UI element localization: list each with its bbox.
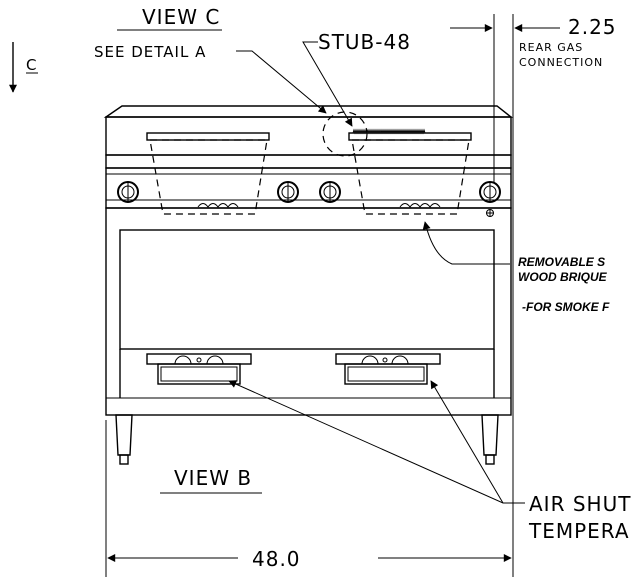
detail-a-leader <box>236 50 327 114</box>
right-air-shutter <box>335 353 441 385</box>
stub-48-label: STUB-48 <box>318 30 411 54</box>
rear-gas-line1: REAR GAS <box>519 41 583 54</box>
knob-4 <box>479 181 501 203</box>
view-c-title: VIEW C <box>142 5 220 29</box>
stub-48-leader <box>302 41 353 127</box>
knob-2 <box>277 181 299 203</box>
view-b-title: VIEW B <box>174 466 252 490</box>
dimension-48: 48.0 <box>105 420 512 577</box>
air-shutter-line1: AIR SHUT <box>529 492 631 516</box>
right-leg <box>481 414 499 465</box>
air-shutter-leader-right <box>430 380 504 504</box>
air-shutter-leader-left <box>228 380 525 504</box>
width-dim-value: 48.0 <box>252 547 301 571</box>
removable-line2: WOOD BRIQUE <box>518 270 608 284</box>
removable-line1: REMOVABLE S <box>518 255 605 269</box>
control-knobs <box>117 181 501 217</box>
dimension-2-25: 2.25 REAR GAS CONNECTION <box>450 14 617 577</box>
knob-3 <box>319 181 341 203</box>
appliance-front-view <box>103 105 514 416</box>
detail-a-circle <box>322 111 368 157</box>
rear-gas-line2: CONNECTION <box>519 56 603 69</box>
smoke-note: -FOR SMOKE F <box>522 300 610 314</box>
left-leg <box>115 414 133 465</box>
briquette-leader <box>422 221 510 265</box>
right-broiler-pan <box>348 128 472 215</box>
see-detail-a-label: SEE DETAIL A <box>94 43 206 61</box>
air-shutter-line2: TEMPERA <box>528 519 630 543</box>
gas-connection-symbol <box>486 209 494 217</box>
dim-2-25-value: 2.25 <box>568 15 617 39</box>
left-air-shutter <box>146 353 252 385</box>
section-marker-c: C <box>9 42 38 93</box>
left-broiler-pan <box>146 132 270 215</box>
section-c-label: C <box>26 56 37 74</box>
knob-1 <box>117 181 139 203</box>
